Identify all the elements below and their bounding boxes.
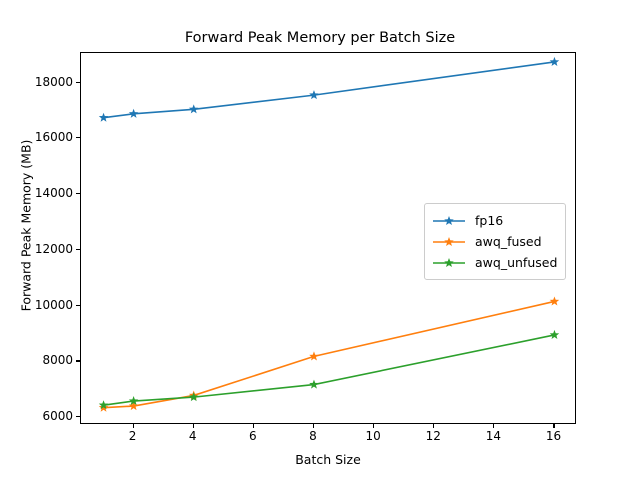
page-title: Forward Peak Memory per Batch Size <box>184 30 456 46</box>
y-tick-mark <box>76 137 80 139</box>
y-tick-label: 12000 <box>34 241 73 256</box>
legend-label: fp16 <box>475 213 504 228</box>
x-axis-tick-labels: 2 4 6 8 10 12 14 16 <box>0 429 640 447</box>
y-tick-mark <box>76 416 80 418</box>
x-tick-label: 14 <box>485 429 501 443</box>
legend: fp16 awq_fused awq_unfused <box>424 203 567 280</box>
x-tick-label: 10 <box>365 429 381 443</box>
y-axis-label: Forward Peak Memory (MB) <box>18 139 34 312</box>
data-point-marker <box>98 400 109 410</box>
legend-label: awq_fused <box>475 234 542 249</box>
data-point-marker <box>188 392 199 402</box>
y-axis-tick-labels: 6000 8000 10000 12000 14000 16000 18000 <box>0 52 73 424</box>
data-point-marker <box>128 401 139 411</box>
legend-marker-icon <box>431 235 467 249</box>
y-tick-label: 18000 <box>34 74 73 89</box>
x-tick-label: 8 <box>309 429 317 443</box>
series-fp16 <box>98 56 560 122</box>
x-tick-label: 2 <box>128 429 137 443</box>
data-point-marker <box>128 396 139 406</box>
x-axis-label: Batch Size <box>295 452 361 467</box>
x-tick-mark <box>132 424 134 428</box>
data-point-marker <box>309 351 319 361</box>
x-tick-mark <box>493 424 495 428</box>
plot-series-svg <box>98 56 560 412</box>
data-point-marker <box>549 329 560 339</box>
series-line-awq_fused <box>103 300 555 409</box>
legend-item-awq_fused[interactable]: awq_fused <box>431 231 557 252</box>
data-point-marker <box>188 104 199 114</box>
plot-area <box>80 52 576 424</box>
legend-item-fp16[interactable]: fp16 <box>431 210 557 231</box>
y-tick-mark <box>76 360 80 362</box>
x-tick-label: 16 <box>545 429 562 443</box>
x-tick-label: 12 <box>425 429 441 443</box>
legend-marker-icon <box>431 256 467 270</box>
y-tick-label: 14000 <box>34 186 73 201</box>
data-point-marker <box>549 56 560 66</box>
y-tick-label: 6000 <box>42 409 73 424</box>
y-tick-label: 10000 <box>34 297 73 312</box>
series-awq_fused <box>98 296 560 412</box>
x-tick-label: 4 <box>188 429 197 443</box>
legend-item-awq_unfused[interactable]: awq_unfused <box>431 252 557 273</box>
data-point-marker <box>549 296 560 306</box>
y-tick-mark <box>76 304 80 306</box>
data-point-marker <box>309 379 319 389</box>
x-tick-label: 6 <box>249 429 257 443</box>
x-tick-mark <box>553 424 555 428</box>
y-tick-label: 16000 <box>34 130 73 145</box>
legend-label: awq_unfused <box>475 255 558 270</box>
y-tick-mark <box>76 193 80 195</box>
series-awq_unfused <box>98 329 560 410</box>
data-point-marker <box>309 90 319 100</box>
x-tick-mark <box>373 424 375 428</box>
data-point-marker <box>98 112 109 122</box>
y-tick-mark <box>76 81 80 83</box>
data-point-marker <box>128 108 139 118</box>
x-tick-mark <box>192 424 194 428</box>
y-tick-mark <box>76 248 80 250</box>
y-tick-label: 8000 <box>42 353 73 368</box>
x-tick-mark <box>312 424 315 428</box>
legend-marker-icon <box>431 214 467 228</box>
series-line-awq_unfused <box>103 334 555 406</box>
x-tick-mark <box>252 424 254 428</box>
x-tick-mark <box>433 424 435 428</box>
series-line-fp16 <box>103 61 555 119</box>
